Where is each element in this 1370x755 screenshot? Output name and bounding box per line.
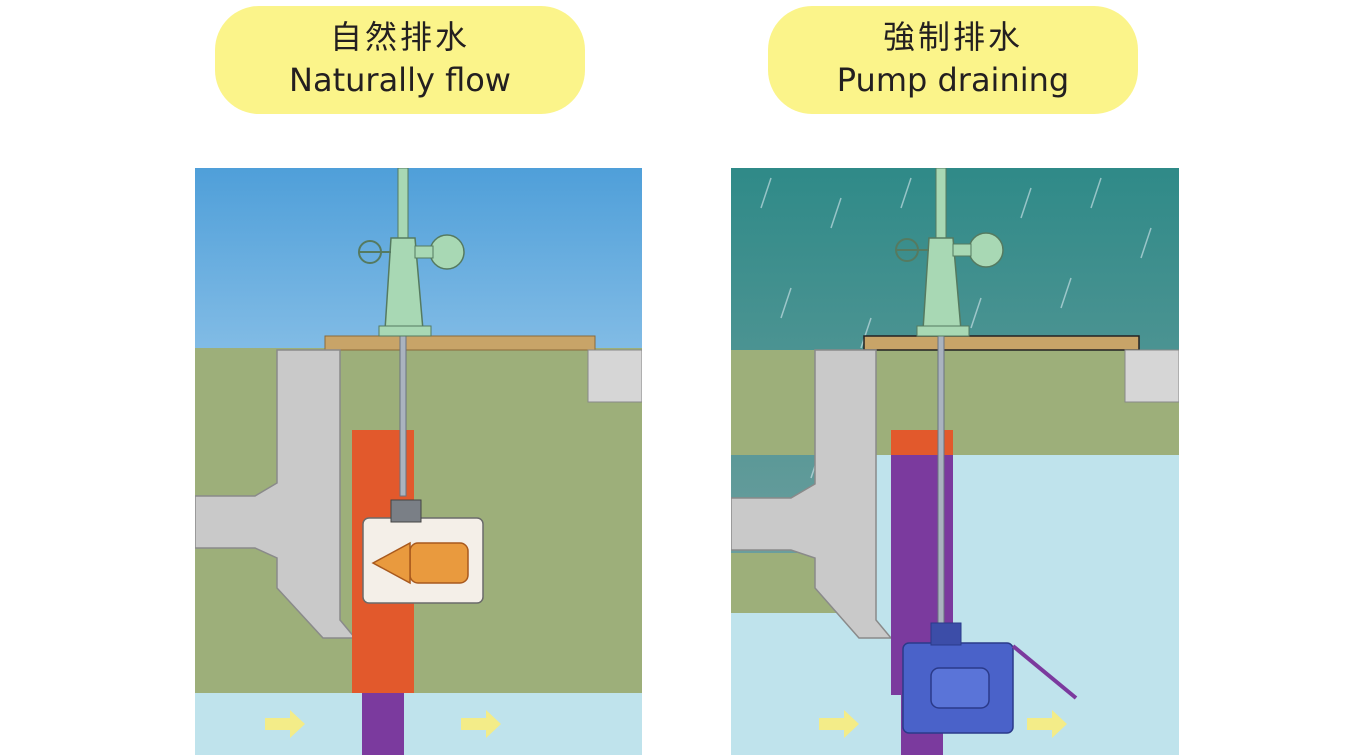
road-slab bbox=[863, 335, 1140, 351]
flow-arrow bbox=[265, 710, 305, 738]
pump-head bbox=[390, 499, 422, 523]
flow-arrow bbox=[1027, 710, 1067, 738]
label-naturally-flow: 自然排水 Naturally flow bbox=[215, 6, 585, 114]
drive-rod bbox=[937, 335, 945, 627]
water bbox=[731, 613, 871, 755]
pump-motor bbox=[409, 542, 469, 584]
label-pump-draining-en: Pump draining bbox=[836, 61, 1070, 99]
road-slab bbox=[324, 335, 596, 351]
pump-head bbox=[930, 622, 962, 646]
label-pump-draining: 強制排水 Pump draining bbox=[768, 6, 1138, 114]
flow-arrow bbox=[819, 710, 859, 738]
gate-purple bbox=[362, 693, 404, 755]
label-pump-draining-zh: 強制排水 bbox=[882, 18, 1023, 56]
label-naturally-flow-zh: 自然排水 bbox=[329, 18, 470, 56]
flow-arrow bbox=[461, 710, 501, 738]
motor-coupling bbox=[414, 245, 434, 259]
pump-motor bbox=[930, 667, 990, 709]
flap-gate bbox=[1011, 644, 1078, 700]
motor bbox=[429, 234, 465, 270]
naturally-flow-illustration bbox=[195, 168, 642, 755]
right-wall bbox=[587, 349, 642, 403]
actuator-shaft bbox=[397, 168, 409, 239]
motor-coupling bbox=[952, 243, 972, 257]
actuator-base bbox=[378, 325, 432, 337]
ground bbox=[731, 350, 1179, 455]
pump-draining-illustration bbox=[731, 168, 1179, 755]
drive-rod bbox=[399, 335, 407, 497]
actuator-base bbox=[916, 325, 970, 337]
motor bbox=[968, 232, 1004, 268]
water bbox=[195, 693, 642, 755]
right-wall bbox=[1124, 349, 1179, 403]
label-naturally-flow-en: Naturally flow bbox=[289, 61, 511, 99]
pump-impeller bbox=[371, 541, 411, 585]
culvert-wall bbox=[195, 349, 357, 639]
actuator-shaft bbox=[935, 168, 947, 239]
culvert-wall bbox=[731, 349, 893, 639]
